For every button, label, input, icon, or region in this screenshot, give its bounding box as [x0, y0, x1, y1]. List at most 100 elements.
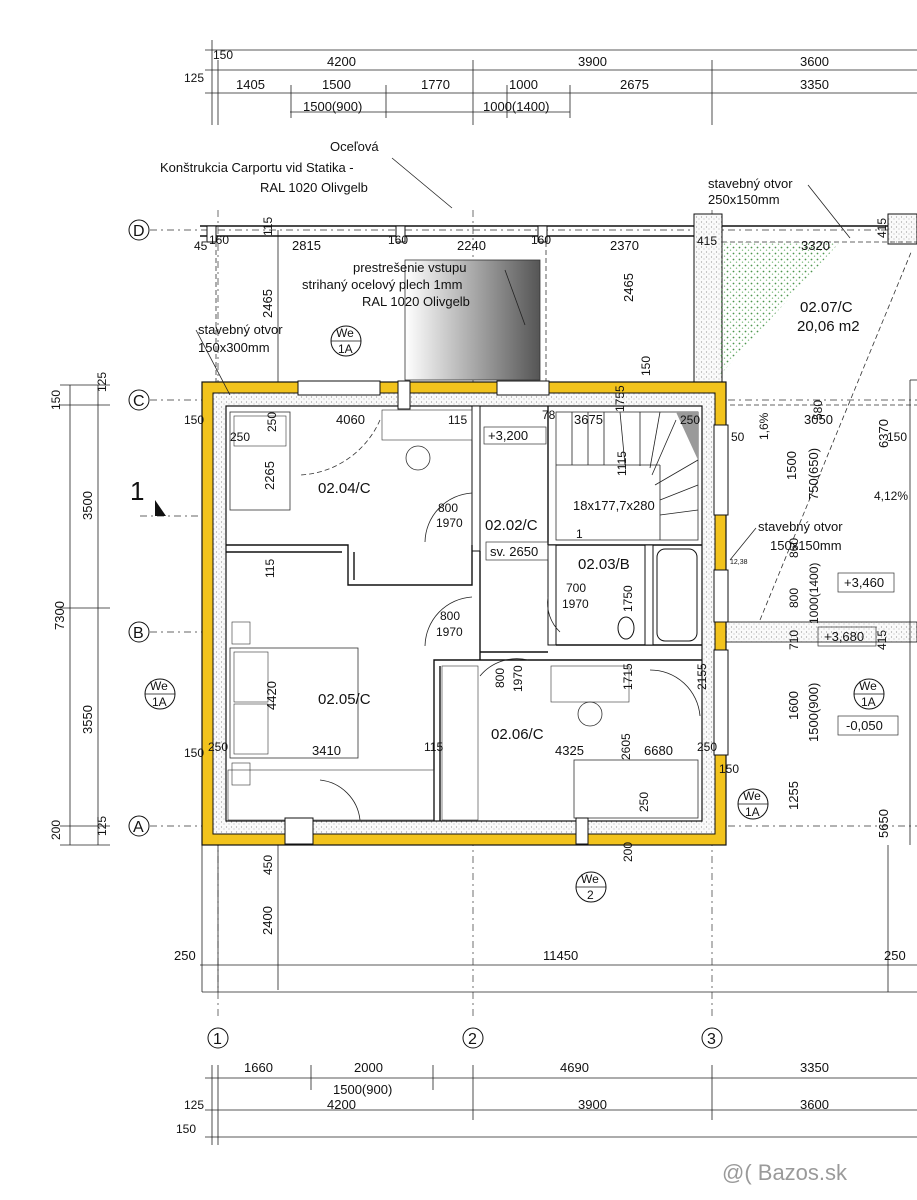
note-carport-3: RAL 1020 Olivgelb [260, 180, 368, 195]
dim-int-250g: 250 [680, 413, 700, 427]
dim-int-1755: 1715 [621, 663, 635, 690]
dim-right-5650: 5650 [876, 809, 891, 838]
axis-2: 2 [462, 1027, 484, 1049]
room-02-05-id: 02.05/C [318, 691, 371, 708]
dim-bot-3350: 3350 [800, 1060, 829, 1075]
dim-right-860: 860 [787, 538, 801, 558]
dim-top-3900: 3900 [578, 54, 607, 69]
carport-structure [200, 225, 917, 993]
dim-right-415-top: 415 [875, 218, 889, 238]
dim-right-1500: 1500 [784, 451, 799, 480]
note-opening-top-2: 250x150mm [708, 192, 780, 207]
interior-walls [226, 405, 702, 821]
leader-roof [504, 269, 526, 326]
note-opening-left-1: stavebný otvor [198, 322, 283, 337]
windows [284, 380, 729, 845]
room-02-04-id: 02.04/C [318, 480, 371, 497]
dim-bot-1660: 1660 [244, 1060, 273, 1075]
dim-bot-4690: 4690 [560, 1060, 589, 1075]
axis-A: A [128, 815, 150, 837]
wall-type-2-bottom: 1A [152, 695, 167, 709]
dim-bot-2000: 2000 [354, 1060, 383, 1075]
dim-int-250c: 250 [208, 740, 228, 754]
dim-top-1405: 1405 [236, 77, 265, 92]
section-arrow [155, 500, 166, 516]
dim-int-250a: 250 [230, 430, 250, 444]
dim-stair-2155: 1115 [615, 451, 629, 476]
dim-right-slope-2: 4,12% [874, 489, 908, 503]
dim-bot-125: 125 [184, 1098, 204, 1112]
wall-type-tag-2: We 1A [144, 678, 176, 710]
dim-carport-3320: 3320 [801, 238, 830, 253]
axis-D-label: D [133, 223, 145, 240]
dim-right-150: 150 [887, 430, 907, 444]
dim-int-50: 50 [731, 430, 745, 444]
note-opening-left-2: 150x300mm [198, 340, 270, 355]
stair-clear-height: sv. 2650 [490, 544, 538, 559]
leader-carport [391, 157, 453, 209]
axis-C: C [128, 389, 150, 411]
note-carport-1: Oceľová [330, 139, 379, 154]
level-3200: +3,200 [488, 428, 528, 443]
axis-A-label: A [133, 819, 144, 836]
wall-type-3-bottom: 1A [745, 805, 760, 819]
note-opening-top-1: stavebný otvor [708, 176, 793, 191]
note-roof-3: RAL 1020 Olivgelb [362, 294, 470, 309]
dim-carport-45: 45 [194, 239, 208, 253]
dim-door-1970c: 1970 [562, 597, 589, 611]
dim-right-slope-1: 1,6% [757, 412, 771, 440]
watermark: @( Bazos.sk [722, 1160, 848, 1185]
door-swings [299, 419, 701, 821]
axis-D: D [128, 219, 150, 241]
dim-int-150b: 150 [719, 762, 739, 776]
dim-left-200: 200 [49, 820, 63, 840]
room-02-07-id: 02.07/C [800, 299, 853, 316]
dim-top-3600: 3600 [800, 54, 829, 69]
dim-top-1500-900: 1500(900) [303, 99, 362, 114]
dim-right-1000-1400: 1000(1400) [807, 563, 821, 624]
dim-right-1255: 1255 [786, 781, 801, 810]
wall-type-5-top: We [581, 872, 599, 886]
dim-int-250f: 1755 [613, 385, 627, 412]
dim-door-800a: 800 [438, 501, 458, 515]
room-02-02-id: 02.02/C [485, 517, 538, 534]
dim-right-12-38: 12,38 [730, 559, 748, 566]
level-3460: +3,460 [844, 575, 884, 590]
dim-left-3550: 3550 [80, 705, 95, 734]
dim-left-150: 150 [49, 390, 63, 410]
dim-carport-415a: 415 [697, 234, 717, 248]
dim-int-2265: 2265 [262, 461, 277, 490]
bottom-dimension-lines [205, 1065, 917, 1145]
dim-right-1600: 1600 [786, 691, 801, 720]
dim-top-1000: 1000 [509, 77, 538, 92]
dim-right-750-650: 750(650) [806, 448, 821, 500]
dim-top-125: 125 [184, 71, 204, 85]
dim-int-250e: 250 [637, 792, 651, 812]
dim-int-115a: 115 [448, 413, 467, 427]
axis-2-label: 2 [468, 1031, 477, 1048]
room-02-03-id: 02.03/B [578, 556, 630, 573]
dim-door-800b: 800 [440, 609, 460, 623]
stair-length: 3675 [574, 412, 603, 427]
dim-left-7300: 7300 [52, 601, 67, 630]
dim-carport-160a: 160 [209, 233, 229, 247]
wall-type-3-top: We [743, 789, 761, 803]
axis-1: 1 [207, 1027, 229, 1049]
dim-int-150a: 150 [184, 413, 204, 427]
dim-door-1970b: 1970 [436, 625, 463, 639]
dim-top-1770: 1770 [421, 77, 450, 92]
wall-type-4-bottom: 1A [861, 695, 876, 709]
dim-int-3410: 3410 [312, 743, 341, 758]
room-02-07-area: 20,06 m2 [797, 318, 860, 335]
level-3680: +3,680 [824, 629, 864, 644]
dim-top-4200: 4200 [327, 54, 356, 69]
dim-top-150: 150 [213, 48, 233, 62]
dim-top-3350: 3350 [800, 77, 829, 92]
dim-int-150c: 150 [639, 356, 653, 376]
dim-left-250: 250 [174, 948, 196, 963]
top-dimension-lines [205, 40, 917, 125]
stair-treads: 18x177,7x280 [573, 498, 655, 513]
dim-2800: 2465 [621, 273, 636, 302]
axis-B-label: B [133, 625, 144, 642]
